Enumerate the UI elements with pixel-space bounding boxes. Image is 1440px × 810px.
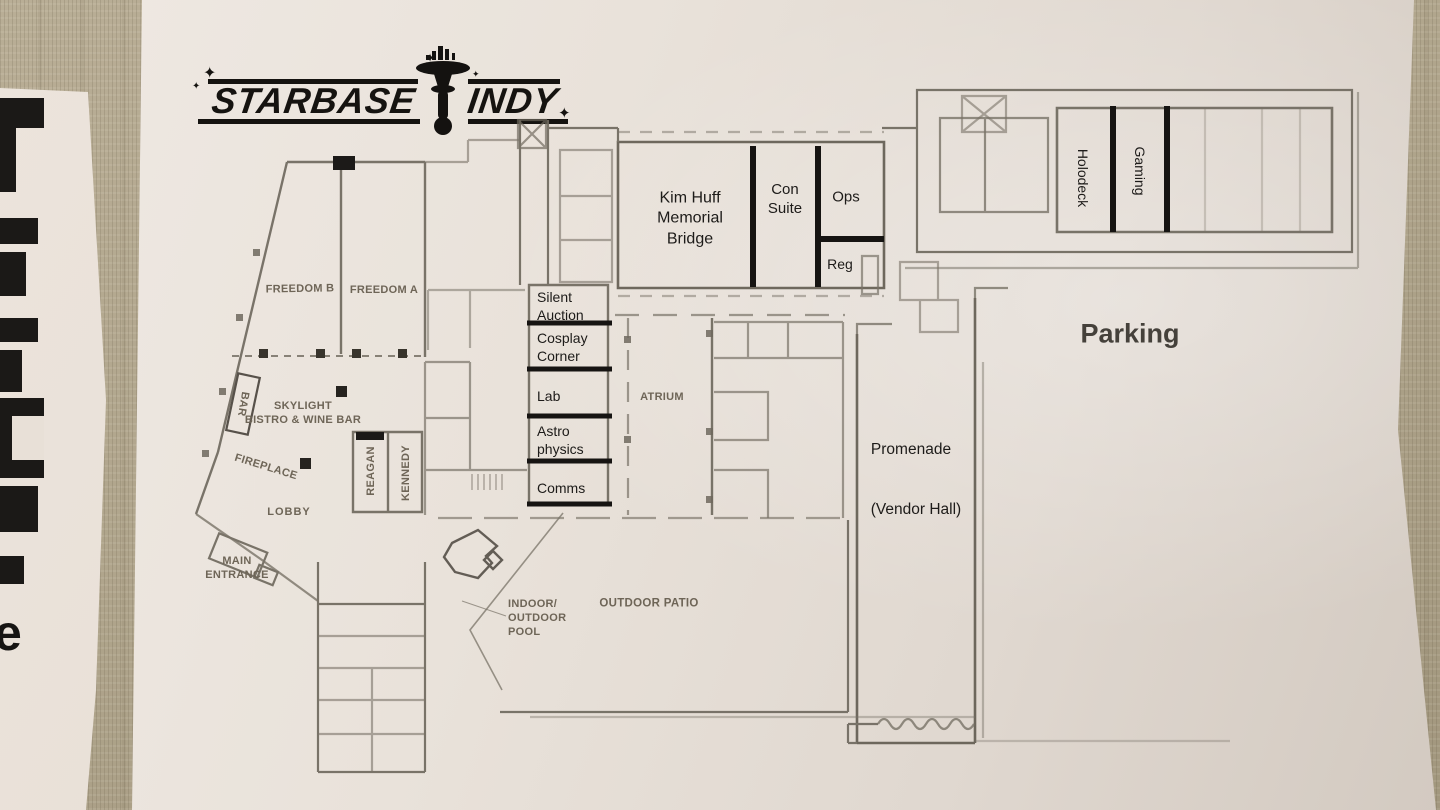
room-label-cosplay-corner: Cosplay Corner <box>537 330 588 364</box>
room-label-skylight-bistro: SKYLIGHT BISTRO & WINE BAR <box>244 399 362 426</box>
sparkle-icon: ✦ <box>558 105 571 122</box>
room-label-kim-huff-memorial-bridge: Kim Huff Memorial Bridge <box>657 189 723 248</box>
room-label-freedom-a: FREEDOM A <box>349 283 419 296</box>
poster-glyph <box>0 218 38 244</box>
poster-glyph <box>0 350 22 392</box>
sparkle-icon: ✦ <box>425 51 436 65</box>
poster-partial-letter: e <box>0 605 22 661</box>
sparkle-icon: ✦ <box>192 81 201 92</box>
room-label-con-suite: Con Suite <box>767 180 803 217</box>
room-label-vendor-hall: (Vendor Hall) <box>870 501 962 519</box>
room-label-lobby: LOBBY <box>267 505 311 518</box>
room-label-outdoor-patio: OUTDOOR PATIO <box>599 597 699 610</box>
sparkle-icon: ✦ <box>472 69 480 79</box>
room-label-ops: Ops <box>832 188 860 206</box>
poster-glyph-hole <box>12 416 44 460</box>
poster-glyph <box>0 556 24 584</box>
poster-glyph <box>0 318 38 342</box>
room-label-astrophysics: Astro physics <box>537 423 584 457</box>
room-label-freedom-b: FREEDOM B <box>265 282 335 296</box>
poster-glyph <box>0 98 16 192</box>
room-label-promenade: Promenade <box>870 441 952 459</box>
room-label-reg: Reg <box>827 256 853 273</box>
room-label-kennedy: KENNEDY <box>399 445 412 501</box>
sparkle-icon: ✦ <box>203 65 217 82</box>
room-label-pool: INDOOR/ OUTDOOR POOL <box>508 598 567 639</box>
logo-wordmark-indy: INDY <box>465 80 561 121</box>
logo-rule <box>468 79 560 84</box>
room-label-main-entrance: MAIN ENTRANCE <box>205 554 269 581</box>
room-label-gaming: Gaming <box>1131 146 1148 196</box>
logo-wordmark-starbase: STARBASE <box>209 80 419 121</box>
room-label-silent-auction: Silent Auction <box>537 289 584 323</box>
poster-glyph <box>0 252 26 296</box>
room-label-holodeck: Holodeck <box>1074 148 1091 208</box>
monument-spaceship-icon <box>416 46 470 135</box>
room-label-reagan: REAGAN <box>364 446 377 496</box>
room-label-comms: Comms <box>537 480 586 496</box>
logo-rule <box>208 79 418 84</box>
area-label-parking: Parking <box>1080 318 1180 349</box>
room-label-lab: Lab <box>537 388 561 404</box>
room-label-atrium: ATRIUM <box>640 390 684 403</box>
poster-glyph <box>0 486 38 532</box>
logo-rule <box>198 119 420 124</box>
